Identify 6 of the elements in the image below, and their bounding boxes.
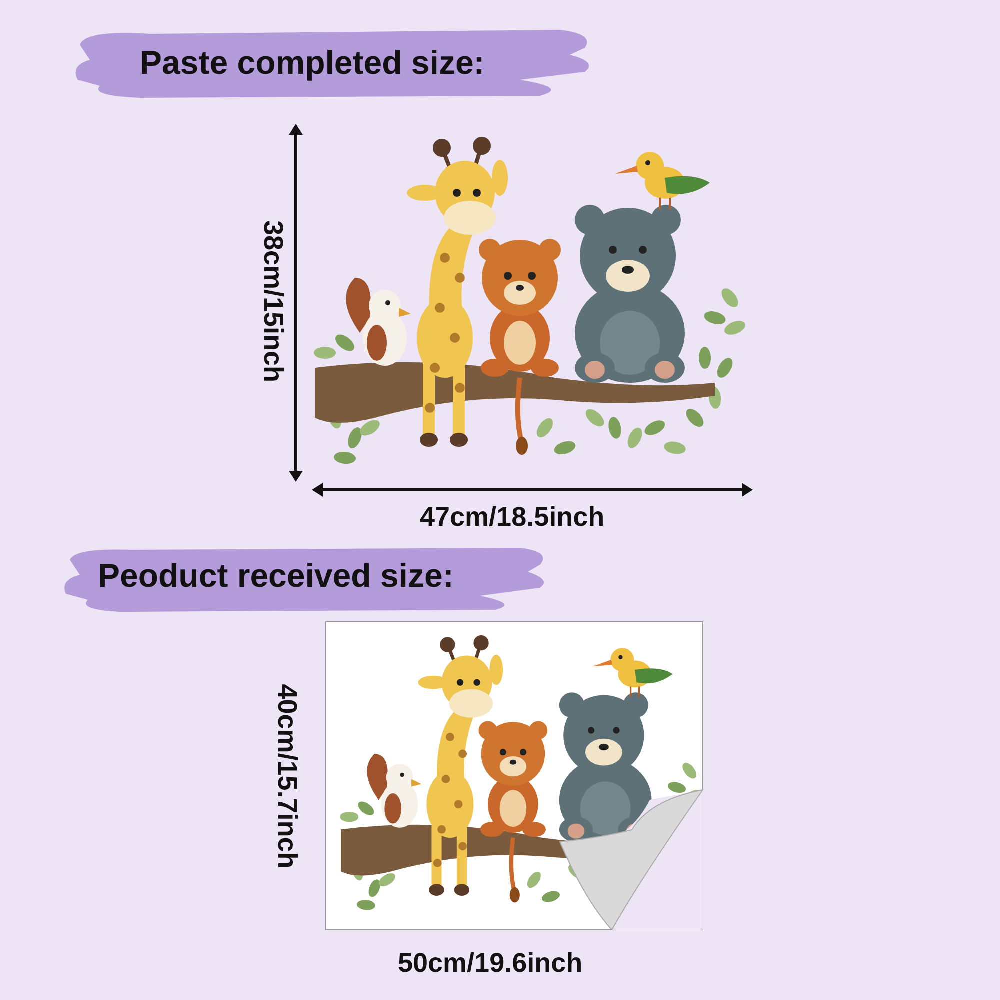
dimension-label: 50cm/19.6inch [398,948,583,979]
dimension-label: 38cm/15inch [258,219,288,385]
dimension-label: 47cm/18.5inch [420,502,605,533]
heading: Peoduct received size: [98,557,454,595]
dimension-label: 40cm/15.7inch [272,683,302,871]
heading: Paste completed size: [140,44,485,82]
